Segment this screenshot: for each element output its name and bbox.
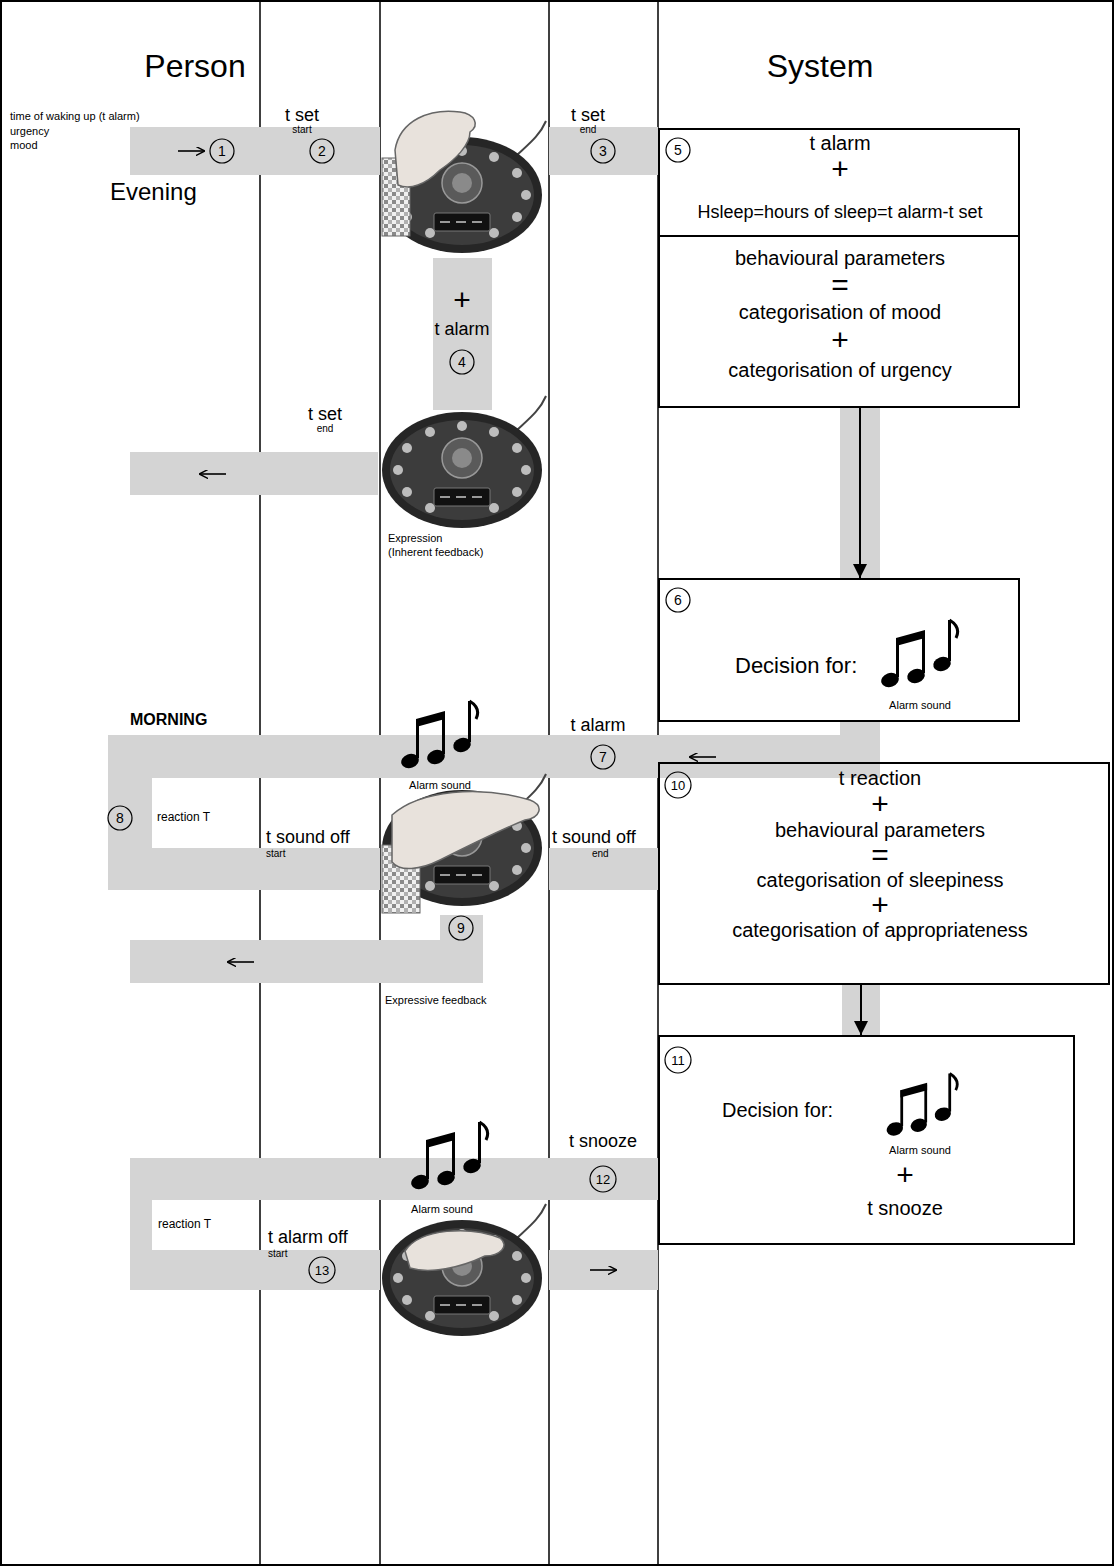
sound-caption: Alarm sound <box>411 1204 473 1215</box>
reaction-label: reaction T <box>157 811 210 823</box>
time-subscript: start <box>266 849 285 859</box>
callout-number: 3 <box>599 144 607 158</box>
time-subscript: start <box>292 125 311 135</box>
callout-number: 11 <box>671 1054 685 1067</box>
callout-number: 12 <box>596 1173 610 1186</box>
formula-text: categorisation of sleepiness <box>757 870 1004 890</box>
music-notes <box>399 701 477 771</box>
callout-number: 6 <box>674 593 682 607</box>
alarm-device <box>382 1204 546 1336</box>
operator-sign: = <box>831 270 849 300</box>
time-subscript: start <box>268 1249 287 1259</box>
feedback-caption: Expressive feedback <box>385 995 487 1006</box>
music-notes <box>879 620 957 690</box>
phase-label: MORNING <box>130 712 207 728</box>
callout-number: 9 <box>457 921 465 935</box>
phase-label: Evening <box>110 180 197 204</box>
lane-lines <box>260 0 658 1566</box>
music-notes <box>409 1122 487 1192</box>
system-box: 6Decision for: Alarm sound <box>658 578 1020 722</box>
reaction-label: reaction T <box>158 1218 211 1230</box>
direction-arrows <box>178 151 716 1270</box>
input-note: time of waking up (t alarm) <box>10 111 140 122</box>
operator-sign: + <box>453 285 471 315</box>
music-notes <box>885 1074 957 1138</box>
formula-text: Hsleep=hours of sleep=t alarm-t set <box>697 203 982 221</box>
formula-text: behavioural parameters <box>735 248 945 268</box>
callout-number: 7 <box>599 750 607 764</box>
callout-number: 13 <box>315 1264 329 1277</box>
system-box: 10t reaction+behavioural parameters=cate… <box>658 762 1110 985</box>
formula-text: categorisation of mood <box>739 302 941 322</box>
formula-text: t snooze <box>867 1198 943 1218</box>
operator-sign: + <box>871 890 889 920</box>
system-box: 11Decision for: Alarm sound + t snooze <box>658 1035 1075 1245</box>
decision-text: Decision for: <box>735 655 857 677</box>
callout-number: 1 <box>218 144 226 158</box>
time-subscript: end <box>317 424 334 434</box>
formula-text: t reaction <box>839 768 921 788</box>
callout-number: 8 <box>116 811 124 825</box>
flow-arrow <box>859 408 861 578</box>
operator-sign: + <box>871 789 889 819</box>
hand <box>405 1231 504 1271</box>
hand <box>395 111 475 187</box>
lane-heading: System <box>767 50 874 82</box>
decision-text: Decision for: <box>722 1100 833 1120</box>
formula-text: categorisation of urgency <box>728 360 951 380</box>
callout-number: 10 <box>671 779 685 792</box>
time-label: t sound off <box>266 828 350 846</box>
lane-heading: Person <box>144 50 245 82</box>
time-label: t set <box>308 405 342 423</box>
sound-caption: Alarm sound <box>889 1145 951 1156</box>
time-label: t set <box>571 106 605 124</box>
callout-number: 5 <box>674 143 682 157</box>
flow-arrow <box>860 985 862 1035</box>
time-subscript: end <box>580 125 597 135</box>
time-subscript: end <box>592 849 609 859</box>
time-label: t alarm off <box>268 1228 348 1246</box>
operator-sign: + <box>896 1160 914 1190</box>
time-label: t alarm <box>434 320 489 338</box>
system-box: 5 t alarm+ Hsleep=hours of sleep=t alarm-t… <box>658 128 1020 237</box>
formula-text: t alarm <box>809 133 870 153</box>
input-note: mood <box>10 140 38 151</box>
time-label: t snooze <box>569 1132 637 1150</box>
operator-sign: + <box>831 154 849 184</box>
callout-number: 2 <box>318 144 326 158</box>
feedback-caption: (Inherent feedback) <box>388 547 483 558</box>
time-label: t set <box>285 106 319 124</box>
time-label: t sound off <box>552 828 636 846</box>
system-box: behavioural parameters=categorisation of… <box>658 235 1020 408</box>
input-note: urgency <box>10 126 49 137</box>
formula-text: categorisation of appropriateness <box>732 920 1028 940</box>
callout-number: 4 <box>458 355 466 369</box>
sound-caption: Alarm sound <box>409 780 471 791</box>
formula-text: behavioural parameters <box>775 820 985 840</box>
time-label: t alarm <box>570 716 625 734</box>
sound-caption: Alarm sound <box>889 700 951 711</box>
operator-sign: = <box>871 840 889 870</box>
callout-circles <box>108 138 691 1283</box>
operator-sign: + <box>831 325 849 355</box>
hand <box>392 792 539 869</box>
feedback-caption: Expression <box>388 533 442 544</box>
alarm-device <box>382 396 546 528</box>
